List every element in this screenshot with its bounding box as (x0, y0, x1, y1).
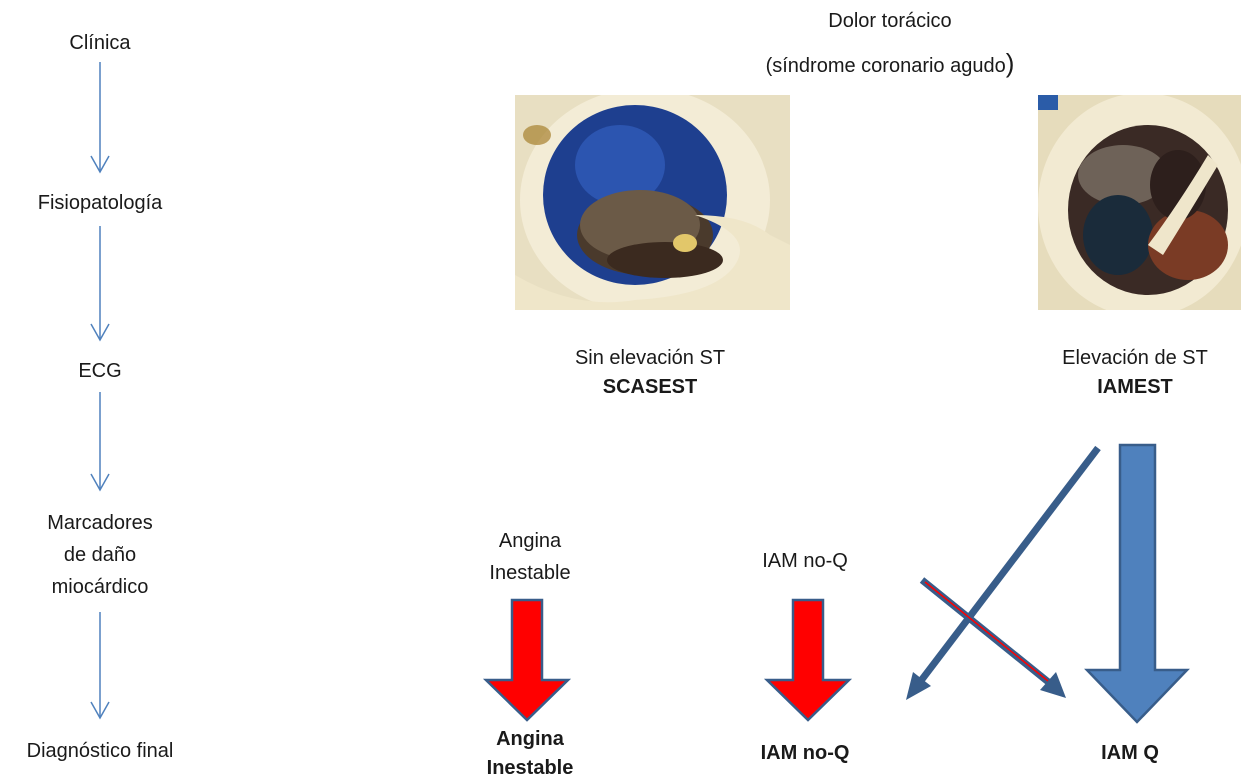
stage-connector-arrow (91, 612, 109, 718)
blue-block-arrow-iam-q (1087, 445, 1187, 722)
diagonal-arrow-iamest-to-iam-noq (906, 448, 1098, 700)
stage-connector-arrow (91, 62, 109, 172)
stage-connector-arrow (91, 392, 109, 490)
red-block-arrow-angina (486, 600, 568, 720)
diagonal-arrow-to-iam-q (922, 580, 1066, 698)
stage-connector-arrow (91, 226, 109, 340)
red-block-arrow-iam-noq (767, 600, 849, 720)
